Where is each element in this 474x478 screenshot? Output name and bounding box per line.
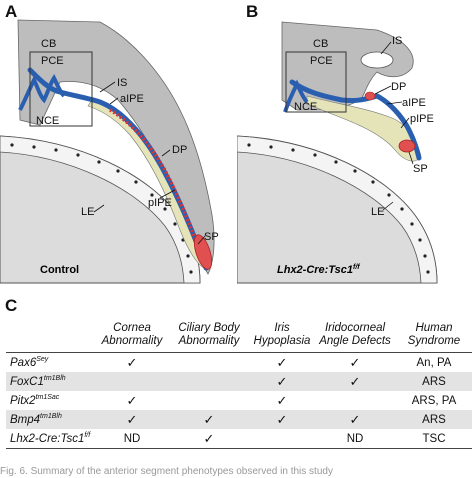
label-cb: CB bbox=[313, 38, 328, 50]
label-nce: NCE bbox=[294, 101, 317, 113]
gene-cell: Pax6Sey bbox=[10, 356, 49, 369]
table-cell bbox=[250, 429, 314, 449]
ciliary-body bbox=[17, 19, 215, 275]
gene-cell: FoxC1tm1Blh bbox=[6, 372, 96, 391]
table-cell bbox=[168, 353, 250, 373]
table-cell: An, PA bbox=[416, 356, 452, 369]
table-row: Bmp4tm1Blh✓✓✓✓ARS bbox=[6, 410, 472, 429]
check-icon: ✓ bbox=[96, 410, 168, 429]
check-icon: ✓ bbox=[126, 354, 138, 370]
iris-cyst bbox=[360, 51, 394, 69]
label-dp: DP bbox=[172, 144, 187, 156]
table-cell: ARS bbox=[396, 410, 472, 429]
panel-c-letter: C bbox=[5, 296, 18, 315]
panel-b-caption-sup: f/f bbox=[353, 264, 360, 271]
table-row: Pitx2tm1Sac ✓ ✓ ARS, PA bbox=[6, 391, 472, 410]
sphincter-muscle bbox=[398, 139, 416, 153]
label-le: LE bbox=[371, 206, 384, 218]
inset-box bbox=[285, 51, 347, 113]
dilator-muscle bbox=[109, 108, 202, 253]
label-aipe: aIPE bbox=[120, 93, 144, 105]
label-pce: PCE bbox=[310, 55, 333, 67]
label-pipe: pIPE bbox=[148, 197, 172, 209]
table-cell bbox=[168, 391, 250, 410]
table-row: Pax6Sey ✓ ✓ ✓ An, PA bbox=[6, 353, 472, 373]
panel-b-caption: Lhx2-Cre:Tsc1f/f bbox=[277, 264, 360, 276]
label-le: LE bbox=[81, 206, 94, 218]
check-icon: ✓ bbox=[250, 372, 314, 391]
label-sp: SP bbox=[204, 231, 219, 243]
nce-folds bbox=[283, 79, 309, 113]
iris-epithelium bbox=[289, 79, 422, 161]
lens-epithelium bbox=[0, 135, 201, 284]
table-cell: ARS bbox=[396, 372, 472, 391]
check-icon: ✓ bbox=[168, 429, 250, 449]
gene-cell: Bmp4tm1Blh bbox=[6, 410, 96, 429]
table-row: FoxC1tm1Blh✓✓ARS bbox=[6, 372, 472, 391]
panel-a-caption: Control bbox=[40, 264, 79, 276]
panel-a-diagram: CB PCE NCE IS aIPE DP pIPE LE SP Control bbox=[0, 19, 219, 284]
table-cell: ND bbox=[314, 429, 396, 449]
figure-caption-footer: Fig. 6. Summary of the anterior segment … bbox=[0, 466, 333, 477]
lens-epithelium bbox=[237, 135, 438, 284]
gene-cell: Pitx2tm1Sac bbox=[10, 394, 60, 407]
lens-nuclei bbox=[247, 143, 430, 274]
check-icon: ✓ bbox=[314, 372, 396, 391]
check-icon: ✓ bbox=[126, 392, 138, 408]
dilator-lesion bbox=[364, 91, 376, 101]
table-cell bbox=[314, 391, 396, 410]
label-is: IS bbox=[117, 77, 127, 89]
label-nce: NCE bbox=[36, 115, 59, 127]
table-cell bbox=[168, 372, 250, 391]
check-icon: ✓ bbox=[250, 410, 314, 429]
label-is: IS bbox=[392, 35, 402, 47]
check-icon: ✓ bbox=[349, 354, 361, 370]
panel-a-letter: A bbox=[5, 2, 18, 21]
leader-lines bbox=[374, 41, 414, 211]
label-cb: CB bbox=[41, 38, 56, 50]
header-gene bbox=[6, 322, 96, 353]
inset-box bbox=[29, 51, 93, 127]
label-pipe: pIPE bbox=[410, 113, 434, 125]
table-cell: TSC bbox=[396, 429, 472, 449]
leader-lines bbox=[93, 81, 206, 245]
panel-b-caption-text: Lhx2-Cre:Tsc1 bbox=[277, 264, 353, 276]
label-aipe: aIPE bbox=[402, 97, 426, 109]
gene-cell: Lhx2-Cre:Tsc1f/f bbox=[6, 429, 96, 449]
panel-b-letter: B bbox=[246, 2, 259, 21]
check-icon: ✓ bbox=[276, 392, 288, 408]
table-cell: ARS, PA bbox=[411, 394, 457, 407]
label-pce: PCE bbox=[41, 55, 64, 67]
label-sp: SP bbox=[413, 163, 428, 175]
check-icon: ✓ bbox=[168, 410, 250, 429]
check-icon: ✓ bbox=[276, 354, 288, 370]
panel-b-diagram: CB PCE NCE IS DP aIPE pIPE SP LE Lhx2-Cr… bbox=[237, 21, 438, 284]
table-cell bbox=[96, 372, 168, 391]
check-icon: ✓ bbox=[314, 410, 396, 429]
label-dp: DP bbox=[391, 81, 406, 93]
table-cell: ND bbox=[96, 429, 168, 449]
lens-nuclei bbox=[10, 143, 193, 274]
